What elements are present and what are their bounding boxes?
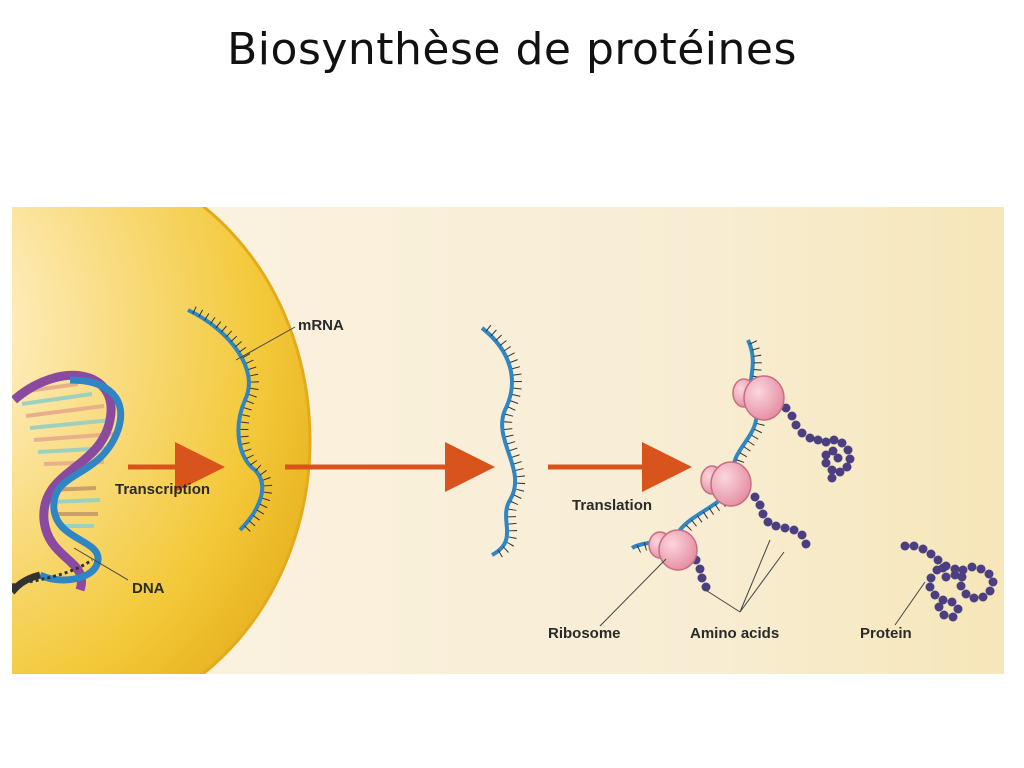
translation-label: Translation [572, 497, 652, 514]
protein-label: Protein [860, 625, 912, 642]
ribosome-middle [700, 461, 752, 507]
mrna-strand-nucleus [187, 308, 265, 532]
ribosome-label: Ribosome [548, 625, 621, 642]
slide-title: Biosynthèse de protéines [227, 24, 797, 75]
ribosome-bottom [648, 529, 698, 571]
nucleus [12, 207, 312, 674]
transcription-label: Transcription [115, 481, 210, 498]
protein-coil [900, 541, 998, 622]
dna-label: DNA [132, 580, 165, 597]
mrna-label: mRNA [298, 317, 344, 334]
amino-acid-chain-middle [750, 492, 811, 549]
ribosome-top [732, 375, 785, 421]
leader-lines [73, 326, 926, 627]
dna-helix [12, 370, 125, 595]
mrna-bases-nucleus [192, 306, 273, 533]
mrna-strand-cytoplasm [480, 326, 518, 557]
amino-acid-chain-top [781, 403, 855, 483]
amino-acids-label: Amino acids [690, 625, 779, 642]
